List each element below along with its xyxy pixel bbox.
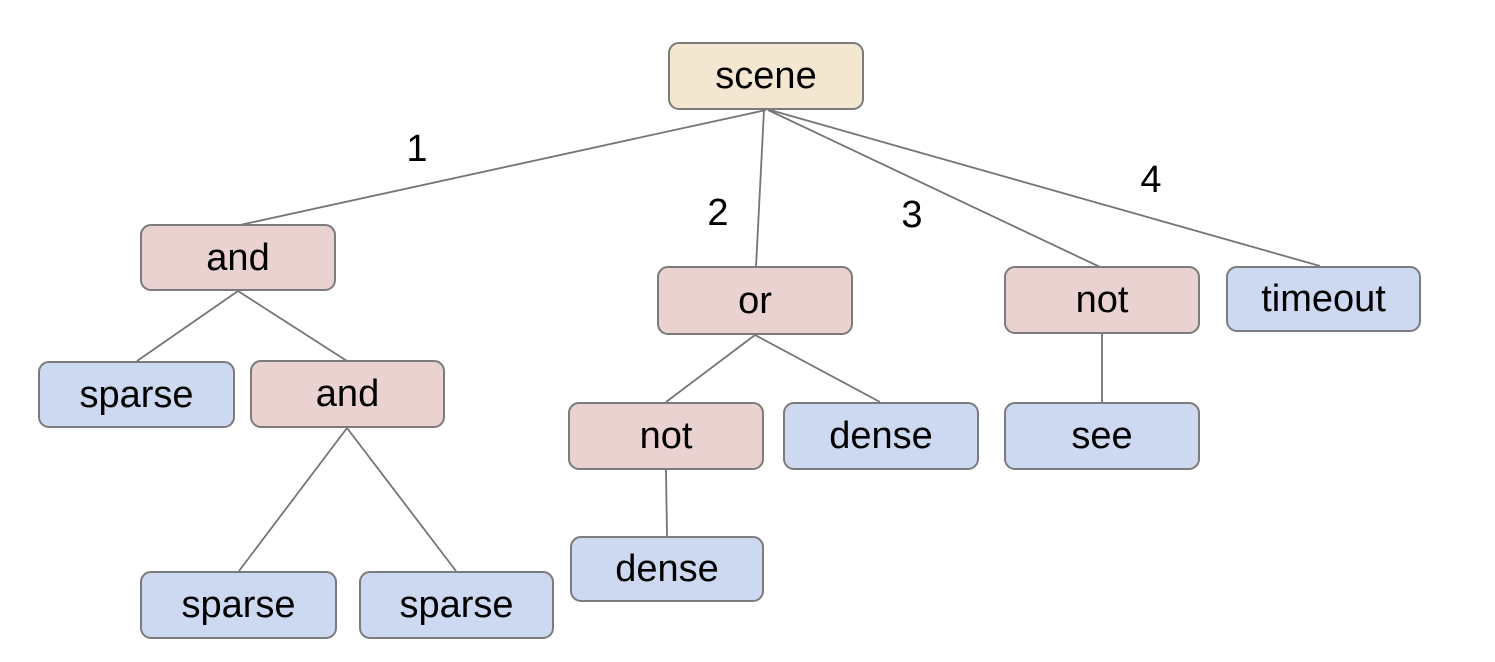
edge-scene-and-1 bbox=[239, 109, 767, 226]
node-and-1: and bbox=[140, 224, 336, 291]
edge-not-2-dense-2 bbox=[665, 469, 668, 537]
edge-and-1-sparse-1 bbox=[136, 290, 239, 362]
edge-label-3: 3 bbox=[901, 194, 923, 236]
node-dense-1: dense bbox=[783, 402, 979, 470]
edge-scene-not-1 bbox=[767, 109, 1101, 268]
edge-or-1-dense-1 bbox=[754, 334, 881, 403]
node-or-1: or bbox=[657, 266, 853, 335]
node-not-1: not bbox=[1004, 266, 1200, 334]
node-scene: scene bbox=[668, 42, 864, 110]
edge-and-1-and-2 bbox=[237, 290, 348, 362]
node-sparse-1: sparse bbox=[38, 361, 235, 428]
edge-label-4: 4 bbox=[1140, 159, 1162, 201]
node-sparse-2: sparse bbox=[140, 571, 337, 639]
edge-label-1: 1 bbox=[406, 128, 428, 170]
edge-scene-timeout bbox=[769, 109, 1321, 267]
node-sparse-3: sparse bbox=[359, 571, 554, 639]
edge-or-1-not-2 bbox=[665, 334, 756, 403]
edge-label-2: 2 bbox=[707, 192, 729, 234]
node-not-2: not bbox=[568, 402, 764, 470]
edge-and-2-sparse-2 bbox=[238, 427, 348, 572]
node-see: see bbox=[1004, 402, 1200, 470]
edge-scene-or-1 bbox=[755, 109, 765, 268]
node-dense-2: dense bbox=[570, 536, 764, 602]
node-timeout: timeout bbox=[1226, 266, 1421, 332]
edge-and-2-sparse-3 bbox=[346, 427, 457, 572]
node-and-2: and bbox=[250, 360, 445, 428]
